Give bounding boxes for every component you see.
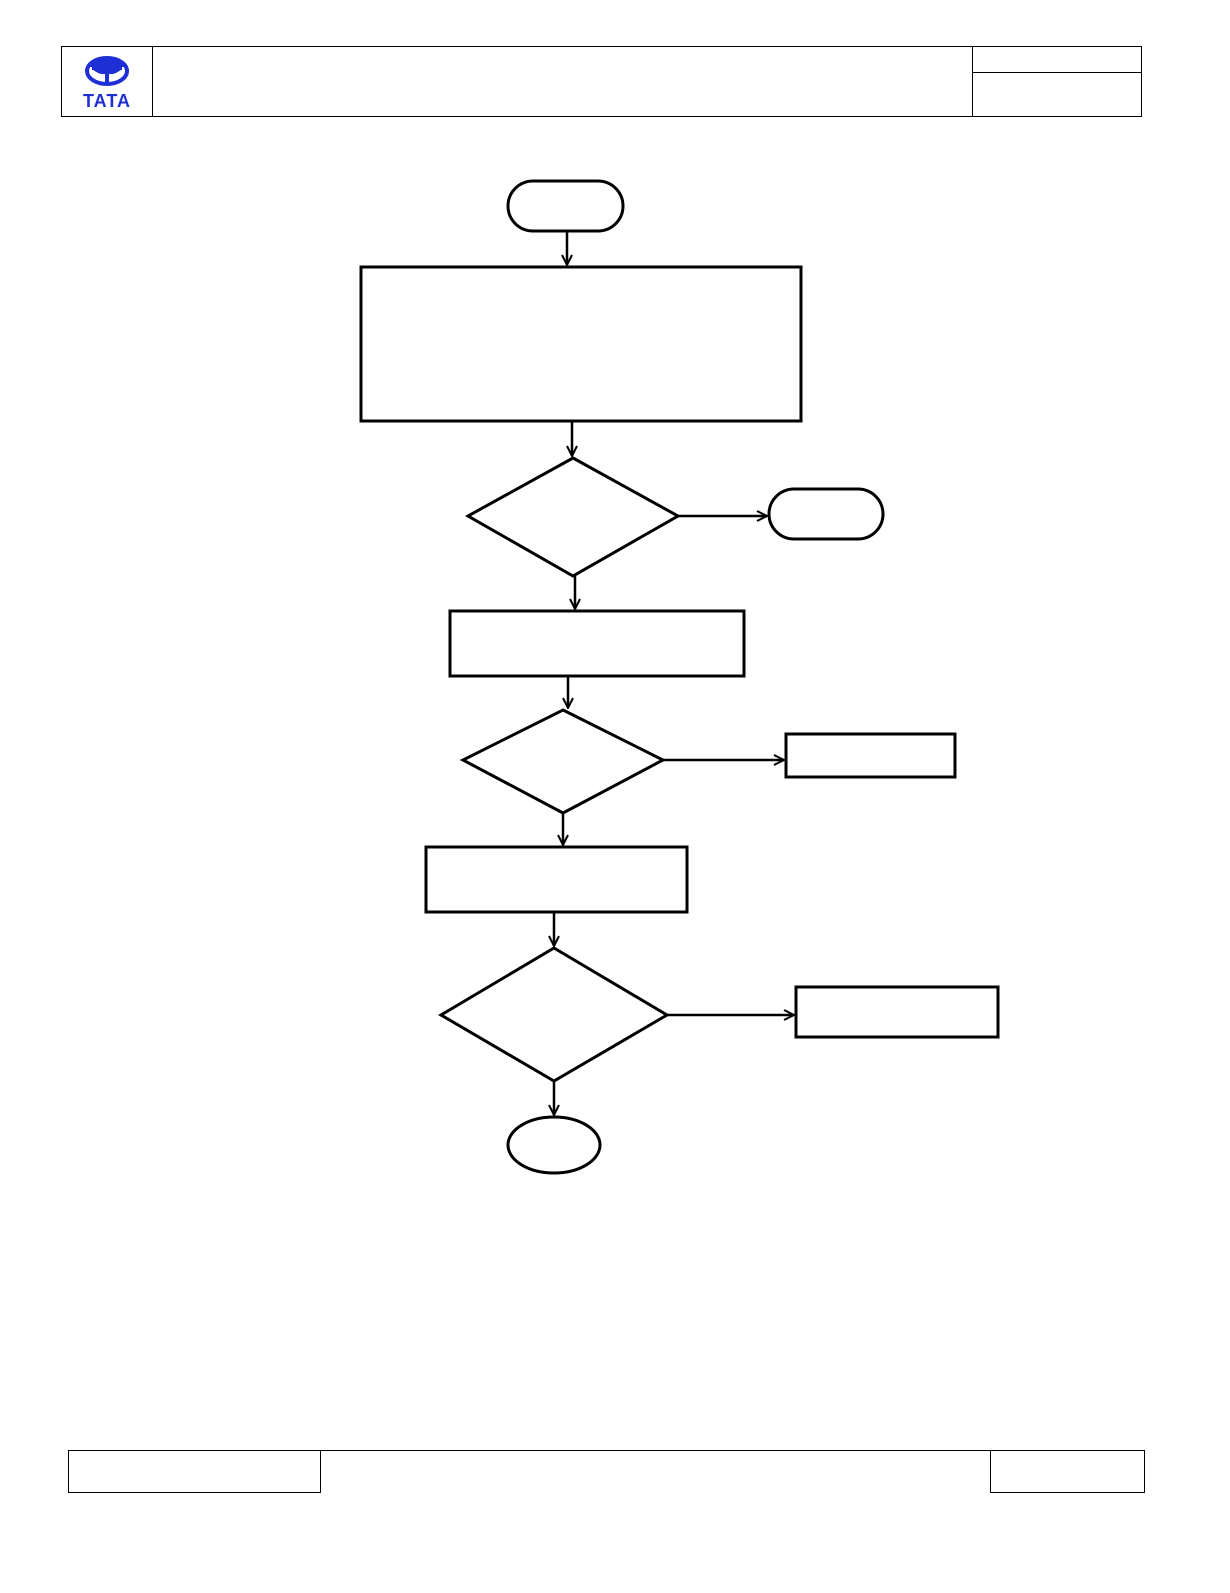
- logo-cell: TATA: [62, 47, 153, 116]
- side-process-box-2: [784, 732, 957, 779]
- end-connector: [506, 1115, 602, 1175]
- document-title-cell: [153, 47, 973, 116]
- footer-right-cell: [990, 1450, 1145, 1493]
- start-terminator: [506, 179, 625, 233]
- doc-number-cell: [973, 47, 1141, 73]
- footer-left-cell: [68, 1450, 321, 1493]
- side-process-box-3: [794, 985, 1000, 1039]
- document-header: TATA: [61, 46, 1142, 117]
- logo-wordmark: TATA: [83, 91, 131, 111]
- side-terminator: [767, 487, 885, 541]
- footer-divider: [320, 1450, 991, 1451]
- tata-logo-icon: TATA: [83, 56, 131, 111]
- decision-diamond-2: [459, 708, 667, 815]
- process-box-3: [424, 845, 689, 914]
- decision-diamond-1: [464, 456, 682, 578]
- main-process-box: [359, 265, 803, 423]
- process-box-2: [448, 609, 746, 678]
- decision-diamond-3: [438, 946, 670, 1083]
